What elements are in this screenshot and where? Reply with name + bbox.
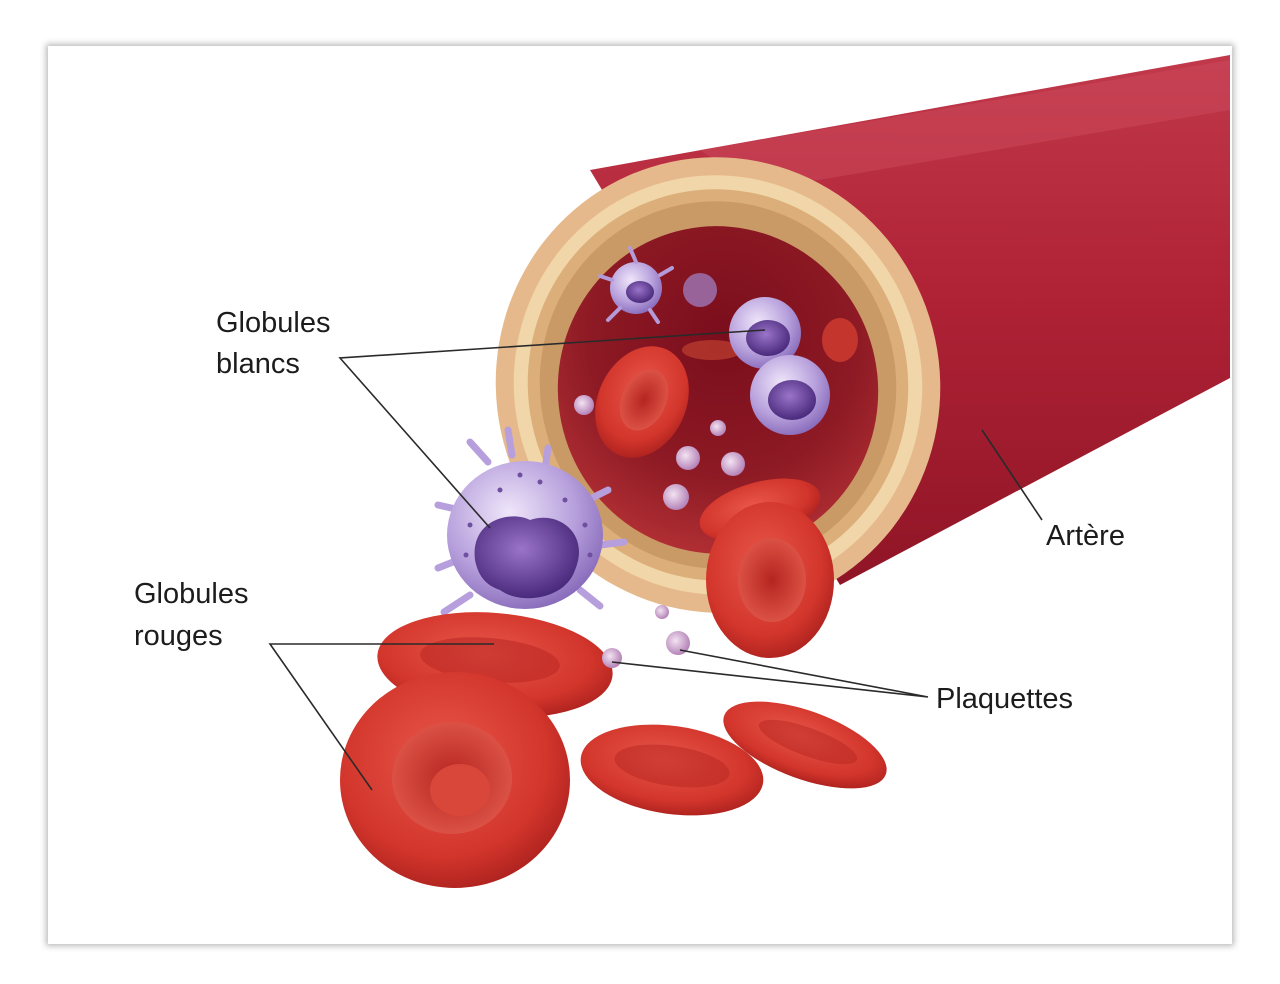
white-blood-cell	[434, 426, 628, 616]
inner-cells	[574, 246, 858, 510]
label-platelets: Plaquettes	[936, 683, 1073, 715]
label-red-cells-line2: rouges	[134, 620, 223, 652]
platelets	[602, 605, 690, 668]
label-white-cells-line1: Globules	[216, 307, 330, 339]
label-white-cells-line2: blancs	[216, 348, 300, 380]
leader-lines	[268, 329, 1043, 791]
red-blood-cells	[340, 478, 887, 888]
label-artery: Artère	[1046, 520, 1125, 552]
label-red-cells-line1: Globules	[134, 578, 248, 610]
